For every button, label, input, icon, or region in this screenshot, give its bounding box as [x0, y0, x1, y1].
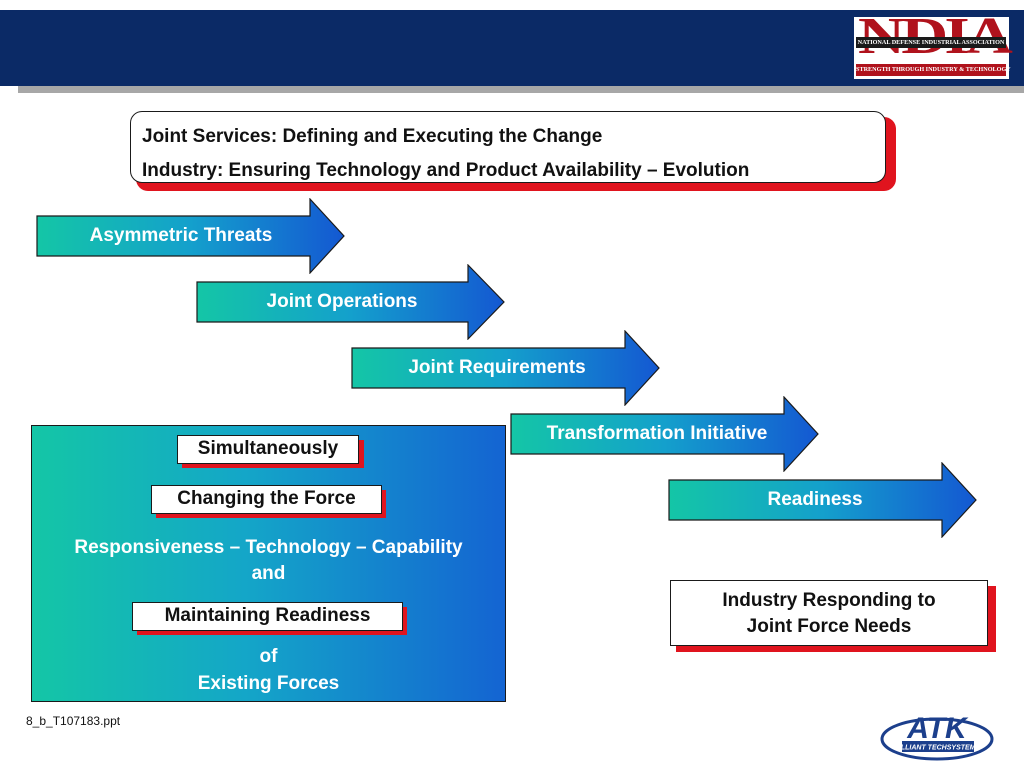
- atk-logo-strip: [902, 741, 974, 752]
- ndia-logo-letters: NDIA: [858, 11, 1024, 63]
- change-panel: [31, 425, 506, 702]
- arrow-readiness: Readiness: [668, 462, 978, 538]
- changing-force-box: Changing the Force: [151, 485, 382, 514]
- industry-line-2: Joint Force Needs: [746, 616, 912, 637]
- atk-logo-ellipse: [880, 717, 994, 761]
- arrow-label: Asymmetric Threats: [89, 225, 273, 246]
- heading-line-1: Joint Services: Defining and Executing t…: [142, 126, 603, 147]
- and-text: and: [251, 563, 286, 584]
- arrow-label: Joint Operations: [266, 291, 418, 312]
- atk-logo-letters: ATK: [906, 712, 969, 745]
- arrow-label: Transformation Initiative: [546, 423, 768, 444]
- header-shadow-line: [18, 86, 1024, 93]
- arrow-label: Joint Requirements: [408, 357, 586, 378]
- arrow-label: Readiness: [767, 489, 863, 510]
- maintaining-readiness-box: Maintaining Readiness: [132, 602, 403, 631]
- arrow-joint-requirements: Joint Requirements: [351, 330, 661, 406]
- file-code: 8_b_T107183.ppt: [26, 714, 121, 728]
- ndia-logo-tagline-top: NATIONAL DEFENSE INDUSTRIAL ASSOCIATION: [856, 37, 1006, 48]
- heading-box: Joint Services: Defining and Executing t…: [130, 111, 886, 183]
- atk-logo: ATK ALLIANT TECHSYSTEMS: [880, 712, 994, 761]
- responsiveness-text: Responsiveness – Technology – Capability: [74, 537, 463, 558]
- industry-line-1: Industry Responding to: [722, 590, 936, 611]
- heading-line-2: Industry: Ensuring Technology and Produc…: [142, 160, 750, 181]
- of-text: of: [259, 646, 278, 667]
- arrow-asymmetric-threats: Asymmetric Threats: [36, 198, 346, 274]
- simultaneously-box: Simultaneously: [177, 435, 359, 464]
- existing-forces-text: Existing Forces: [197, 673, 340, 694]
- industry-box: Industry Responding to Joint Force Needs: [670, 580, 988, 646]
- arrow-joint-operations: Joint Operations: [196, 264, 506, 340]
- atk-logo-name: ALLIANT TECHSYSTEMS: [895, 745, 981, 752]
- ndia-logo-tagline-bottom: STRENGTH THROUGH INDUSTRY & TECHNOLOGY: [856, 64, 1011, 76]
- arrow-transformation-initiative: Transformation Initiative: [510, 396, 820, 472]
